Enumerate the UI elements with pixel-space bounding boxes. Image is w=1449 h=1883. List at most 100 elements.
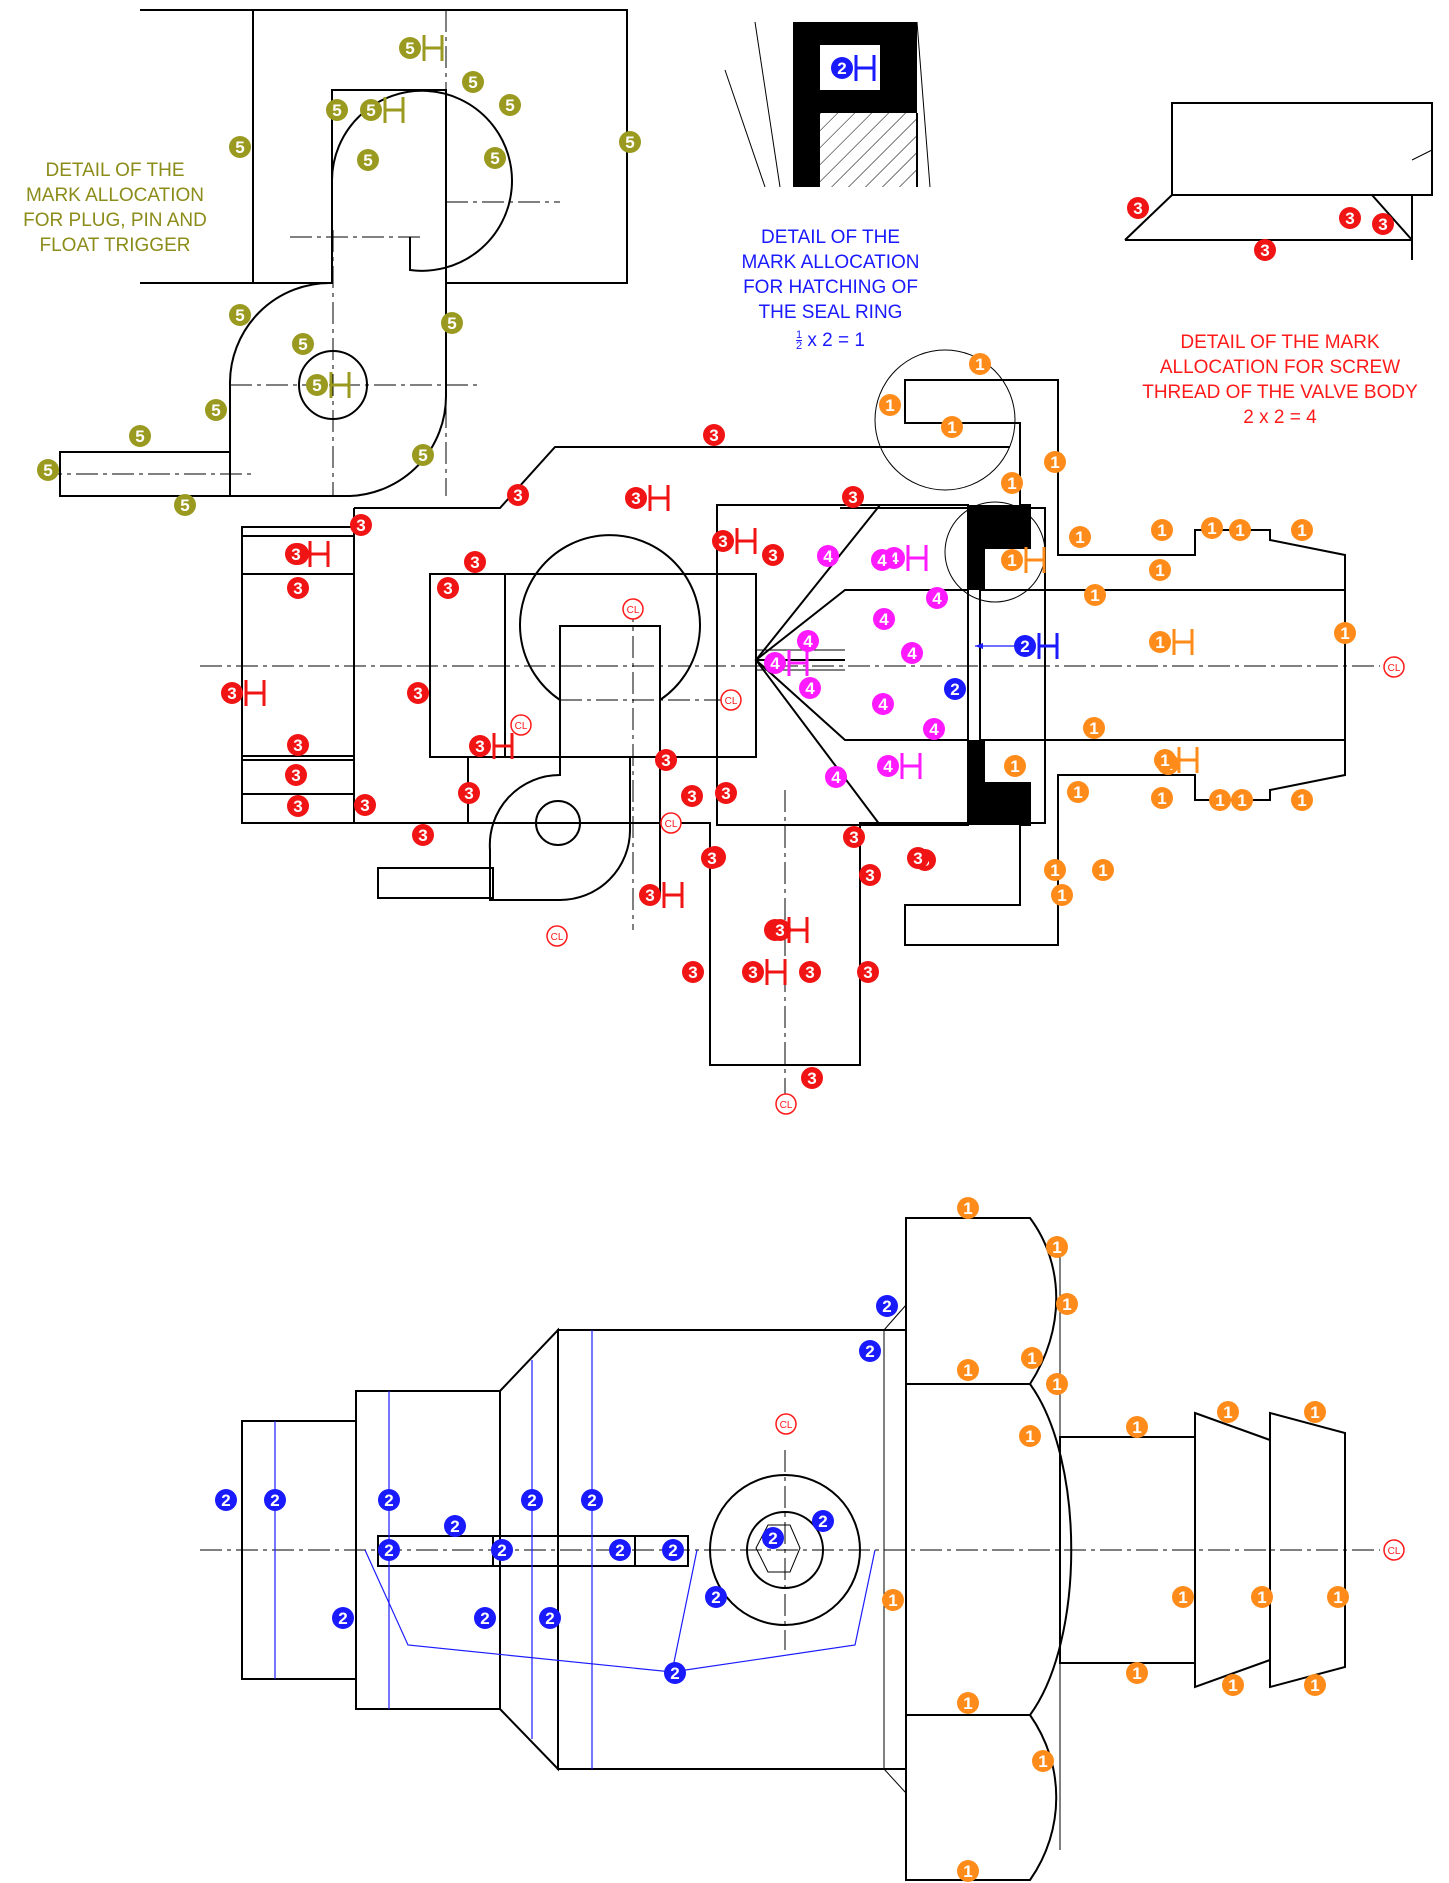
mark-3: 3 xyxy=(1372,213,1394,235)
mark-disc xyxy=(1067,781,1089,803)
mark-number: 1 xyxy=(1098,861,1107,880)
centre-line-ring xyxy=(510,714,532,736)
mark-4: 4 xyxy=(799,677,821,699)
mark-disc xyxy=(957,1359,979,1381)
mark-number: 2 xyxy=(527,1491,536,1510)
mark-disc xyxy=(464,551,486,573)
mark-5: 5 xyxy=(412,444,434,466)
mark-disc xyxy=(287,734,309,756)
mark-1: 1 xyxy=(879,394,901,416)
mark-disc xyxy=(799,961,821,983)
centre-line-ring xyxy=(720,689,742,711)
mark-number: 2 xyxy=(338,1609,347,1628)
detail-seal-ring xyxy=(724,21,931,188)
mark-2: 2 xyxy=(444,1515,466,1537)
mark-5-hatch: 5 xyxy=(360,97,405,123)
mark-3: 3 xyxy=(412,824,434,846)
mark-disc xyxy=(817,545,839,567)
mark-number: 3 xyxy=(721,784,730,803)
centre-line-ring xyxy=(775,1413,797,1435)
mark-4-hatch: 4 xyxy=(764,650,809,676)
mark-number: 2 xyxy=(818,1512,827,1531)
centre-line-icon: CL xyxy=(775,1093,797,1115)
mark-3-hatch: 3 xyxy=(625,485,670,511)
mark-number: 4 xyxy=(831,768,841,787)
hatching-symbol xyxy=(422,35,444,61)
mark-number: 5 xyxy=(625,133,634,152)
centre-line-ring xyxy=(660,812,682,834)
mark-disc xyxy=(799,677,821,699)
mark-disc xyxy=(1291,519,1313,541)
hatching-symbol xyxy=(787,917,809,943)
mark-disc xyxy=(742,961,764,983)
mark-number: 1 xyxy=(1025,1427,1034,1446)
mark-2: 2 xyxy=(539,1607,561,1629)
mark-5: 5 xyxy=(357,149,379,171)
mark-1: 1 xyxy=(1126,1662,1148,1684)
mark-1: 1 xyxy=(1069,526,1091,548)
note-plug-line-1: DETAIL OF THE xyxy=(45,160,185,181)
mark-number: 1 xyxy=(1050,861,1059,880)
mark-1: 1 xyxy=(1083,717,1105,739)
main-section-view xyxy=(200,349,1380,1100)
mark-5: 5 xyxy=(174,494,196,516)
mark-number: 1 xyxy=(1073,783,1082,802)
mark-number: 2 xyxy=(768,1529,777,1548)
mark-2: 2 xyxy=(662,1539,684,1561)
mark-disc xyxy=(907,847,929,869)
mark-5: 5 xyxy=(229,304,251,326)
mark-number: 1 xyxy=(1038,1752,1047,1771)
centre-line-icon: CL xyxy=(546,925,568,947)
mark-number: 3 xyxy=(513,486,522,505)
mark-number: 1 xyxy=(1007,551,1016,570)
mark-disc xyxy=(705,1586,727,1608)
mark-2: 2 xyxy=(215,1489,237,1511)
centre-line-label: CL xyxy=(1388,663,1401,674)
mark-number: 3 xyxy=(293,579,302,598)
mark-4: 4 xyxy=(797,630,819,652)
mark-number: 1 xyxy=(1310,1403,1319,1422)
mark-number: 4 xyxy=(877,551,887,570)
note-thread-line-1: DETAIL OF THE MARK xyxy=(1180,332,1380,353)
mark-disc xyxy=(769,919,791,941)
mark-number: 3 xyxy=(418,826,427,845)
mark-disc xyxy=(1044,451,1066,473)
hatching-symbol xyxy=(735,528,757,554)
mark-number: 1 xyxy=(1160,751,1169,770)
mark-1: 1 xyxy=(1149,559,1171,581)
mark-disc xyxy=(1209,789,1231,811)
mark-number: 2 xyxy=(384,1541,393,1560)
mark-disc xyxy=(350,514,372,536)
hatching-symbol xyxy=(906,545,928,571)
mark-number: 1 xyxy=(1050,453,1059,472)
mark-disc xyxy=(703,424,725,446)
mark-disc xyxy=(287,795,309,817)
mark-disc xyxy=(539,1607,561,1629)
mark-disc xyxy=(1083,717,1105,739)
mark-3: 3 xyxy=(407,682,429,704)
mark-number: 1 xyxy=(1235,521,1244,540)
mark-number: 1 xyxy=(1052,1375,1061,1394)
mark-2: 2 xyxy=(332,1607,354,1629)
mark-disc xyxy=(701,847,723,869)
mark-number: 1 xyxy=(963,1361,972,1380)
mark-1: 1 xyxy=(1126,1416,1148,1438)
mark-number: 2 xyxy=(865,1342,874,1361)
note-thread-line-3: THREAD OF THE VALVE BODY xyxy=(1142,382,1418,403)
mark-number: 3 xyxy=(718,532,727,551)
mark-disc xyxy=(842,486,864,508)
mark-5-hatch: 5 xyxy=(306,372,351,398)
mark-1: 1 xyxy=(1044,451,1066,473)
mark-number: 1 xyxy=(888,1591,897,1610)
hatching-symbol xyxy=(1037,633,1059,659)
mark-number: 3 xyxy=(775,921,784,940)
mark-3: 3 xyxy=(464,551,486,573)
mark-3: 3 xyxy=(715,782,737,804)
mark-disc xyxy=(1046,1236,1068,1258)
mark-disc xyxy=(378,1489,400,1511)
mark-disc xyxy=(662,1539,684,1561)
mark-number: 4 xyxy=(929,720,939,739)
mark-disc xyxy=(491,1539,513,1561)
